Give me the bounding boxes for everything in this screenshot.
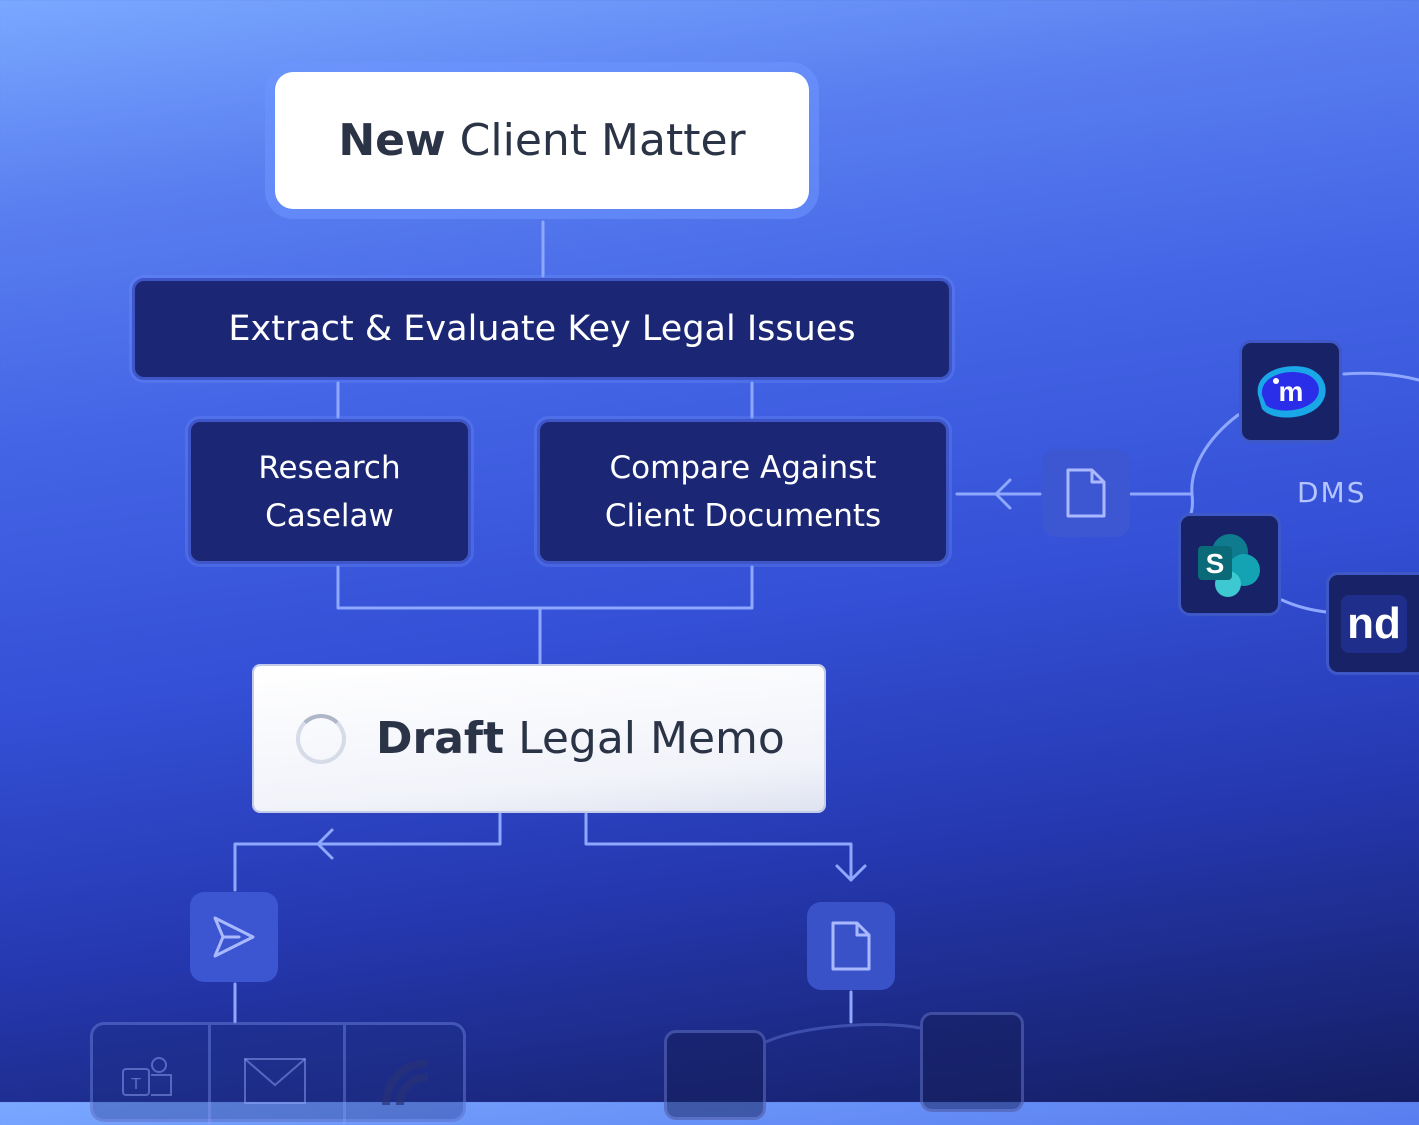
sharepoint-tile[interactable]: S: [1178, 513, 1281, 616]
svg-text:m: m: [1278, 376, 1303, 407]
node-extract-issues: Extract & Evaluate Key Legal Issues: [132, 278, 952, 380]
document-icon: [1066, 468, 1106, 518]
send-tile[interactable]: [190, 892, 278, 982]
netdocuments-tile[interactable]: nd: [1326, 572, 1419, 675]
sharepoint-icon: S: [1197, 533, 1260, 597]
teams-icon: T: [122, 1057, 172, 1096]
feed-icon: [382, 1059, 429, 1106]
memo-title-rest: Legal Memo: [518, 713, 785, 764]
faded-app-tile-left: [664, 1030, 766, 1120]
loading-spinner-icon: [296, 713, 346, 764]
netdocuments-logo-text: nd: [1347, 598, 1401, 648]
node-research-caselaw: Research Caselaw: [188, 419, 471, 564]
imanage-icon: m: [1257, 365, 1326, 418]
dms-document-tile: [1042, 449, 1130, 537]
node-research-line2: Caselaw: [265, 497, 394, 534]
dms-label: DMS: [1297, 476, 1367, 509]
send-icon: [213, 916, 255, 958]
memo-title-bold: Draft: [376, 713, 505, 764]
node-extract-label: Extract & Evaluate Key Legal Issues: [228, 309, 856, 349]
node-compare-documents: Compare Against Client Documents: [537, 419, 949, 564]
output-document-tile[interactable]: [807, 902, 895, 990]
messaging-apps-panel: T: [90, 1022, 466, 1125]
node-research-line1: Research: [258, 449, 401, 486]
netdocuments-icon: nd: [1341, 594, 1407, 653]
node-new-client-matter: New Client Matter: [275, 72, 809, 209]
imanage-tile[interactable]: m: [1239, 340, 1342, 443]
mail-icon: [244, 1058, 306, 1104]
node-title-rest: Client Matter: [459, 115, 746, 166]
node-title-bold: New: [338, 115, 446, 166]
faded-app-tile-right: [920, 1012, 1024, 1112]
svg-text:T: T: [131, 1076, 141, 1093]
node-compare-line2: Client Documents: [604, 497, 882, 534]
svg-text:S: S: [1205, 548, 1224, 579]
document-icon: [831, 921, 871, 971]
node-compare-line1: Compare Against: [609, 449, 877, 486]
node-draft-memo: Draft Legal Memo: [254, 666, 824, 811]
